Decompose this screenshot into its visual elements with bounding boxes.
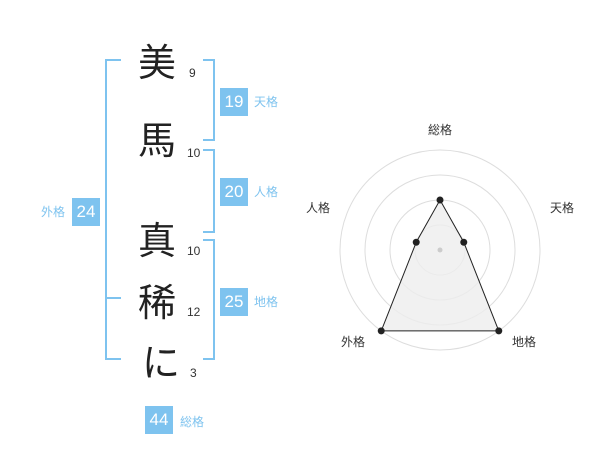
jinkaku-bracket [203, 149, 215, 233]
radar-point-jinkaku [412, 238, 420, 246]
radar-point-soukaku [436, 196, 444, 204]
radar-center-point [437, 247, 443, 253]
stroke-count-5: 3 [190, 366, 197, 380]
radar-grid-ring [339, 149, 541, 351]
jinkaku-label: 人格 [254, 185, 279, 199]
gaikaku-label: 外格 [41, 205, 66, 219]
stroke-count-3: 10 [187, 244, 201, 258]
radar-axis-label-jinkaku: 人格 [306, 200, 330, 215]
stroke-count-2: 10 [187, 146, 201, 160]
chikaku-label: 地格 [254, 295, 279, 309]
radar-axis-label-gaikaku: 外格 [341, 334, 365, 349]
radar-point-tenkaku [460, 238, 468, 246]
radar-value-polygon [380, 198, 500, 332]
gaikaku-bracket [105, 59, 121, 360]
gaikaku-bracket-mid [105, 297, 121, 299]
name-char-4: 稀 [138, 281, 177, 325]
stroke-count-1: 9 [189, 66, 196, 80]
radar-axis-label-soukaku: 総格 [428, 122, 452, 137]
radar-point-gaikaku [377, 327, 385, 335]
gaikaku-value: 24 [72, 198, 100, 226]
soukaku-label: 総格 [180, 415, 205, 429]
radar-axis-label-tenkaku: 天格 [550, 200, 574, 215]
name-char-1: 美 [138, 41, 177, 85]
name-char-3: 真 [138, 219, 177, 263]
stroke-count-4: 12 [187, 305, 201, 319]
name-char-5: に [142, 341, 181, 385]
radar-axis-label-chikaku: 地格 [512, 334, 536, 349]
tenkaku-label: 天格 [254, 95, 279, 109]
radar-point-chikaku [495, 327, 503, 335]
tenkaku-bracket [203, 59, 215, 141]
chikaku-bracket [203, 239, 215, 360]
tenkaku-value: 19 [220, 88, 248, 116]
soukaku-value: 44 [145, 406, 173, 434]
chikaku-value: 25 [220, 288, 248, 316]
jinkaku-value: 20 [220, 178, 248, 206]
name-char-2: 馬 [138, 119, 177, 163]
